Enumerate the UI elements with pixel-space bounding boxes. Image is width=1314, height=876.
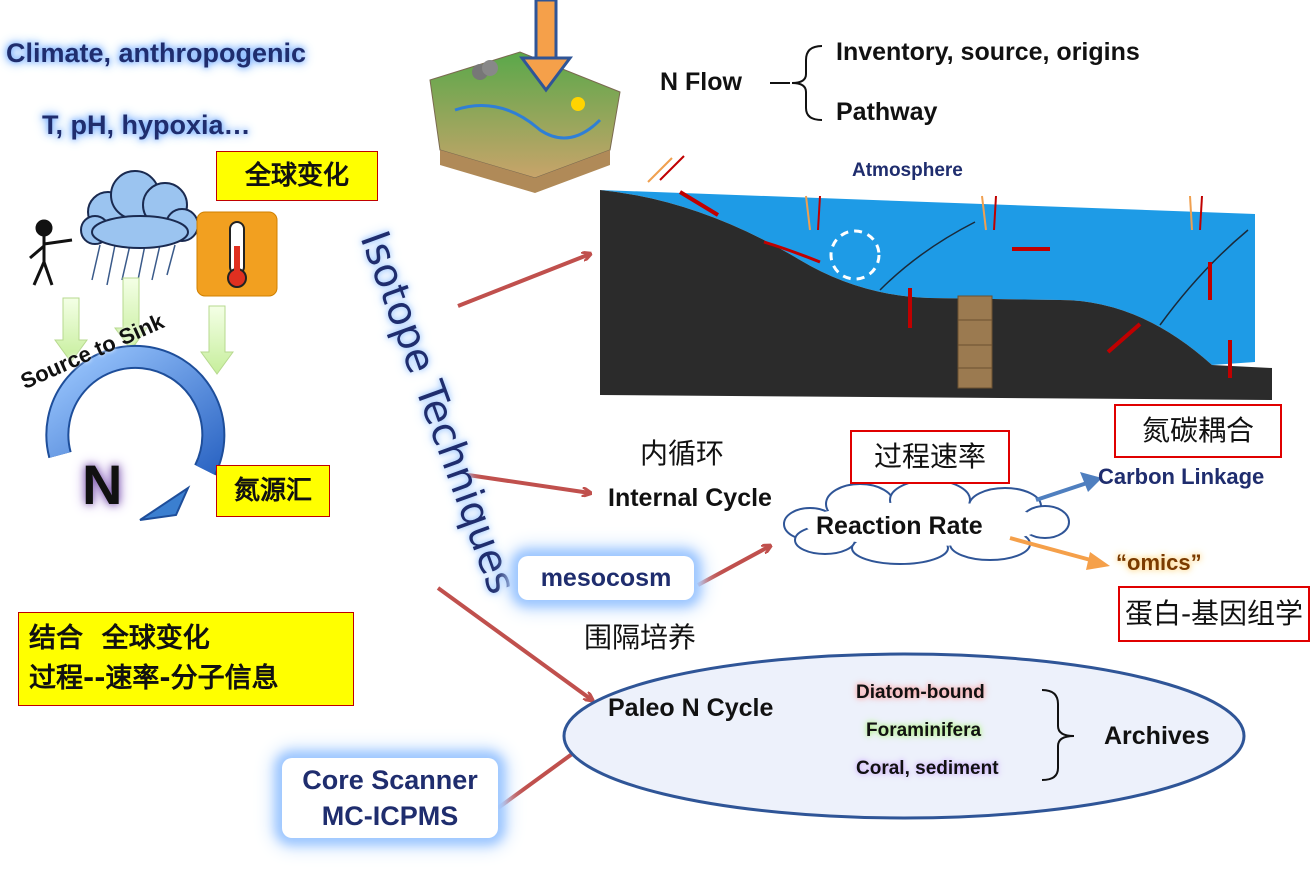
global-change-box: 全球变化 bbox=[216, 151, 378, 201]
n-flow-label: N Flow bbox=[660, 68, 742, 96]
archive-diatom: Diatom-bound bbox=[856, 682, 985, 703]
omics-label: “omics” bbox=[1116, 550, 1202, 575]
reaction-rate-cn-box: 过程速率 bbox=[850, 430, 1010, 484]
summary-line-1: 结合 全球变化 bbox=[29, 623, 210, 654]
archive-foraminifera: Foraminifera bbox=[866, 720, 982, 741]
internal-cycle-en: Internal Cycle bbox=[608, 484, 772, 512]
parameters-label: T, pH, hypoxia… bbox=[42, 110, 251, 140]
mesocosm-label: mesocosm bbox=[540, 564, 672, 592]
mesocosm-cn: 围隔培养 bbox=[584, 621, 697, 654]
omics-cn-box: 蛋白-基因组学 bbox=[1118, 586, 1310, 642]
terrain-block-illustration bbox=[429, 51, 621, 193]
summary-box: 结合 全球变化 过程--速率-分子信息 bbox=[18, 612, 354, 706]
n-flow-item-inventory: Inventory, source, origins bbox=[836, 38, 1140, 66]
paleo-ellipse bbox=[562, 652, 1246, 820]
carbon-linkage-label: Carbon Linkage bbox=[1098, 464, 1265, 489]
green-down-arrows bbox=[54, 277, 234, 375]
carbon-linkage-arrow bbox=[1035, 472, 1102, 502]
input-down-arrow bbox=[519, 0, 573, 93]
ocean-cross-section bbox=[600, 155, 1272, 400]
instrument-core-scanner: Core Scanner bbox=[302, 765, 478, 795]
cycle-center-n: N bbox=[82, 453, 123, 516]
internal-cycle-cn: 内循环 bbox=[640, 437, 725, 470]
archives-brace bbox=[1041, 689, 1075, 781]
archive-coral-sediment: Coral, sediment bbox=[856, 758, 999, 779]
rain-cloud-icon bbox=[80, 170, 199, 286]
paleo-n-cycle-label: Paleo N Cycle bbox=[608, 694, 774, 722]
atmosphere-label: Atmosphere bbox=[852, 160, 963, 181]
stick-figure-icon bbox=[29, 219, 73, 286]
omics-arrow bbox=[1009, 536, 1110, 570]
carbon-coupling-cn-box: 氮碳耦合 bbox=[1114, 404, 1282, 458]
archives-label: Archives bbox=[1104, 722, 1210, 750]
thermometer-icon bbox=[196, 211, 278, 297]
instrument-mc-icpms: MC-ICPMS bbox=[321, 801, 459, 831]
instruments-box: Core Scanner MC-ICPMS bbox=[282, 758, 498, 838]
cycle-arc-label-wrap: Source to Sink bbox=[17, 308, 258, 470]
source-to-sink-cycle-arrow bbox=[45, 344, 226, 521]
reaction-rate-label: Reaction Rate bbox=[816, 512, 983, 540]
n-flow-brace bbox=[791, 45, 823, 121]
mesocosm-box: mesocosm bbox=[518, 556, 694, 600]
climate-drivers-label: Climate, anthropogenic bbox=[6, 38, 307, 68]
summary-line-2: 过程--速率-分子信息 bbox=[29, 663, 279, 694]
n-flow-item-pathway: Pathway bbox=[836, 98, 938, 126]
n-source-sink-box: 氮源汇 bbox=[216, 465, 330, 517]
